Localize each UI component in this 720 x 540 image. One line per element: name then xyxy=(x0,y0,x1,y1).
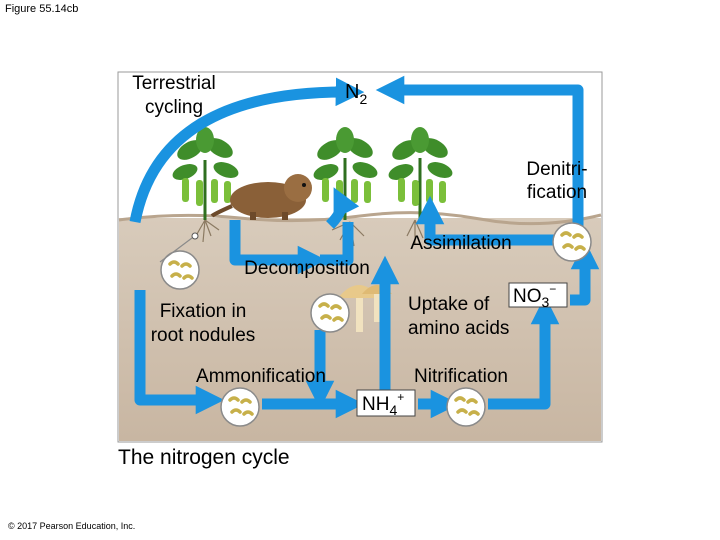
bacteria-icon xyxy=(160,250,200,290)
label-ammonification: Ammonification xyxy=(196,366,326,387)
bacteria-icon xyxy=(446,387,486,427)
arrow-nitrification-to-no3 xyxy=(488,295,560,410)
label-nitrification: Nitrification xyxy=(414,366,508,387)
label-no3: NO3− xyxy=(513,282,556,310)
plant-icon xyxy=(313,127,378,220)
label-decomposition: Decomposition xyxy=(244,258,370,279)
arrow-to-ammonification xyxy=(134,290,225,415)
no3-box xyxy=(508,282,568,308)
arrow-rodent xyxy=(326,187,360,229)
copyright-notice: © 2017 Pearson Education, Inc. xyxy=(8,521,136,531)
arrow-assimilation xyxy=(415,195,555,246)
soil-surface-line xyxy=(118,211,602,226)
arrow-fixation-to-n2 xyxy=(129,77,365,224)
bacteria-icon xyxy=(552,222,592,262)
nh4-box xyxy=(356,389,416,417)
label-assimilation: Assimilation xyxy=(410,233,511,254)
figure-label: Figure 55.14cb xyxy=(5,3,79,15)
label-n2: N2 xyxy=(345,81,367,107)
root-nodule-callout xyxy=(159,232,199,263)
plant-icon xyxy=(172,127,239,220)
label-terrestrial-cycling-line2: cycling xyxy=(145,97,203,118)
label-denitrification-line1: Denitri- xyxy=(526,159,587,180)
label-uptake-line1: Uptake of xyxy=(408,294,490,315)
bacteria-icon xyxy=(220,387,260,427)
arrows xyxy=(129,75,600,419)
label-fixation-line1: Fixation in xyxy=(160,301,247,322)
arrow-decomposition-in xyxy=(229,220,327,275)
label-terrestrial-cycling-line1: Terrestrial xyxy=(132,73,215,94)
label-uptake-line2: amino acids xyxy=(408,318,509,339)
mushroom-icon xyxy=(338,285,392,332)
label-denitrification-line2: fication xyxy=(527,182,587,203)
figure-caption: The nitrogen cycle xyxy=(118,446,290,469)
arrow-decomposition-plant xyxy=(320,222,354,266)
label-fixation-line2: root nodules xyxy=(151,325,256,346)
arrow-denitrification xyxy=(375,75,584,230)
rodent-icon xyxy=(210,174,312,220)
label-nh4: NH4+ xyxy=(362,390,404,418)
arrow-no3-up xyxy=(570,240,600,306)
bacteria-icon xyxy=(310,293,350,333)
